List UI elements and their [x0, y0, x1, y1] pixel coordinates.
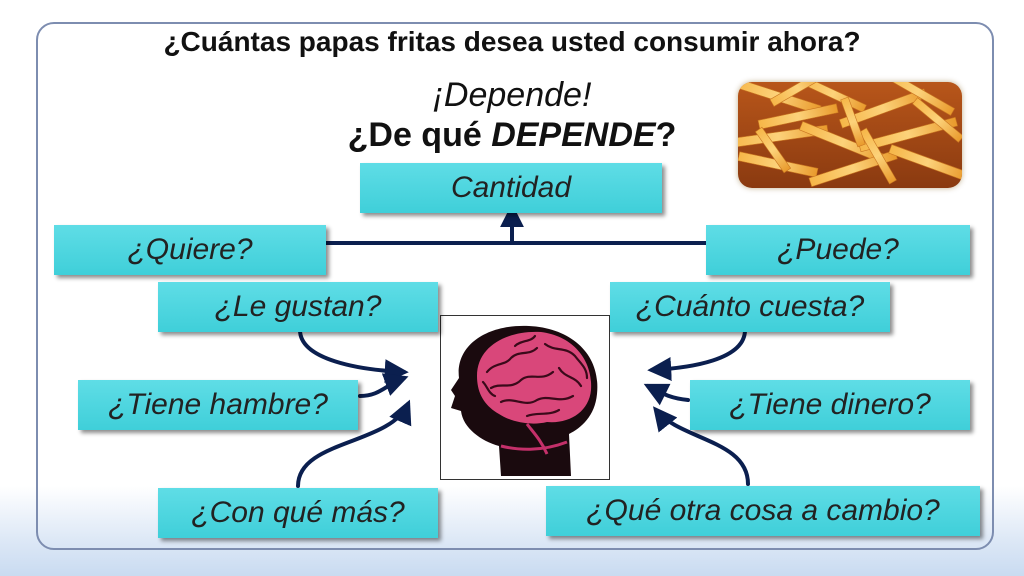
puede-box: ¿Puede? — [706, 225, 970, 275]
content-frame — [36, 22, 994, 550]
que-otra-cosa-box: ¿Qué otra cosa a cambio? — [546, 486, 980, 536]
french-fries-drawing — [738, 82, 962, 188]
tiene-dinero-box: ¿Tiene dinero? — [690, 380, 970, 430]
question-suffix: ? — [655, 116, 677, 154]
depende-subtitle: ¡Depende! — [432, 76, 592, 114]
con-que-mas-box: ¿Con qué más? — [158, 488, 438, 538]
page-title: ¿Cuántas papas fritas desea usted consum… — [163, 26, 861, 57]
cantidad-box: Cantidad — [360, 163, 662, 213]
tiene-hambre-box: ¿Tiene hambre? — [78, 380, 358, 430]
head-brain-drawing — [451, 325, 598, 476]
head-brain-image — [440, 315, 610, 480]
le-gustan-box: ¿Le gustan? — [158, 282, 438, 332]
quiere-box: ¿Quiere? — [54, 225, 326, 275]
french-fries-image — [738, 82, 962, 188]
question-emphasis: DEPENDE — [491, 116, 656, 154]
cuanto-cuesta-box: ¿Cuánto cuesta? — [610, 282, 890, 332]
question-prefix: ¿De qué — [347, 116, 492, 154]
de-que-depende-question: ¿De qué DEPENDE? — [0, 116, 1024, 155]
